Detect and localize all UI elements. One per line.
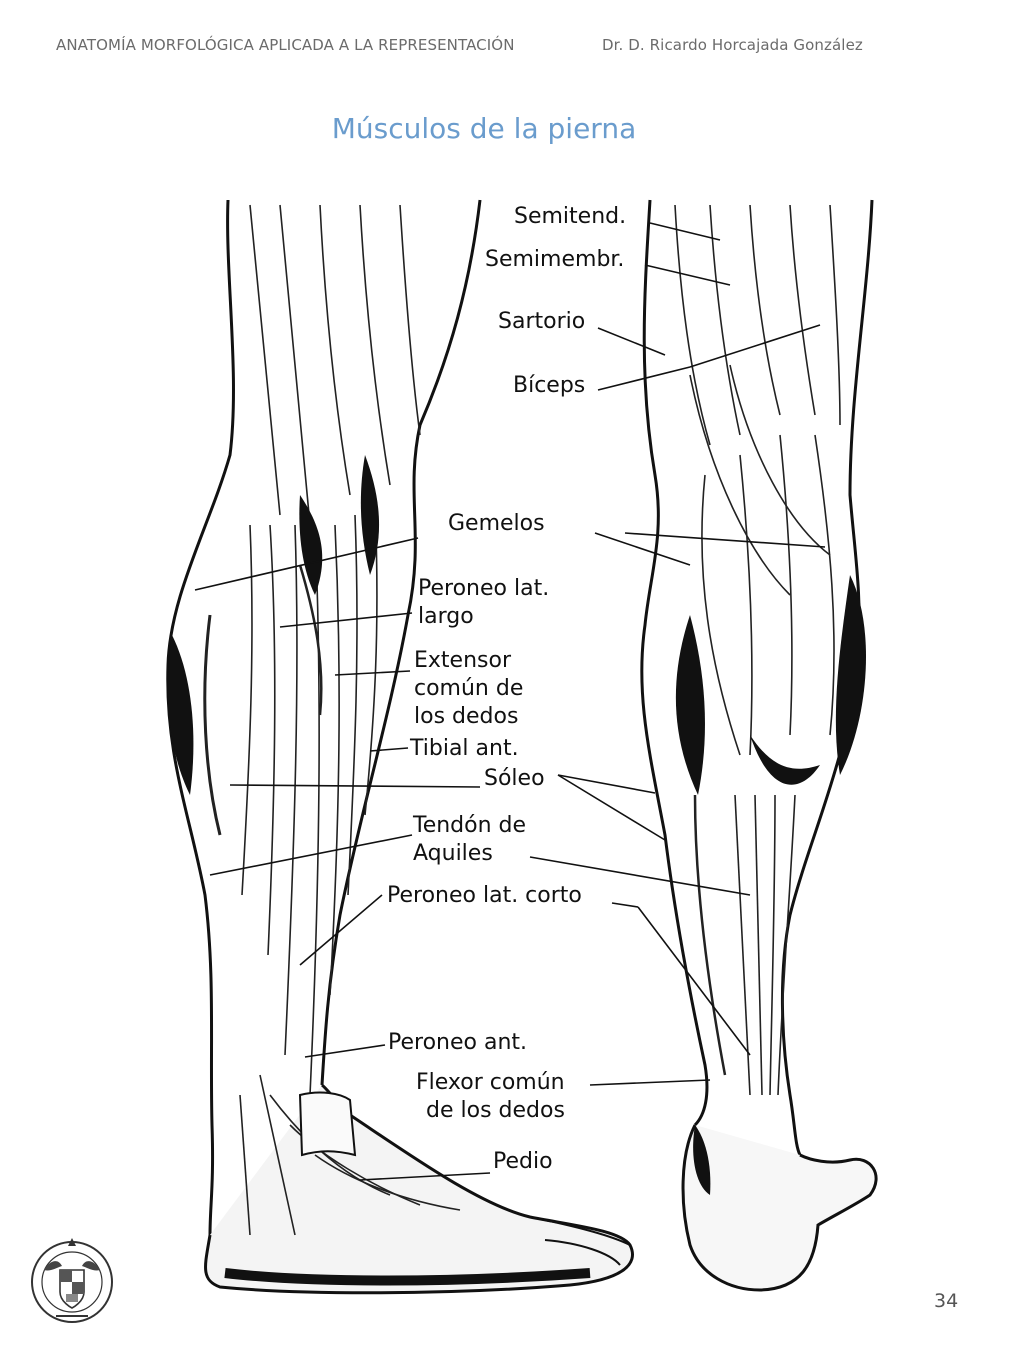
back-leg [640,199,878,1292]
label-peroneo-corto: Peroneo lat. corto [387,883,582,908]
label-soleo: Sóleo [484,766,545,791]
label-semimembr: Semimembr. [485,247,625,272]
label-flexor-2: de los dedos [426,1098,565,1123]
leg-drawing [166,199,878,1295]
label-peroneo-ant: Peroneo ant. [388,1030,528,1055]
page-number: 34 [934,1290,959,1312]
back-leg-muscle-lines [674,204,841,1096]
label-extensor-3: los dedos [414,704,519,729]
leg-muscles-illustration: Semitend. Semimembr. Sartorio Bíceps Gem… [150,195,880,1305]
label-aquiles-2: Aquiles [413,841,493,866]
label-gemelos: Gemelos [448,511,545,536]
back-leg-shading [675,575,867,1195]
label-peroneo-largo-2: largo [418,604,474,629]
ankle-retinaculum [298,1091,357,1157]
label-semitend: Semitend. [514,204,627,229]
header-author: Dr. D. Ricardo Horcajada González [602,36,863,54]
label-extensor-1: Extensor [414,648,511,673]
label-sartorio: Sartorio [498,309,586,334]
leader-lines [194,222,826,1181]
label-biceps: Bíceps [513,373,586,398]
front-leg [166,199,634,1295]
label-tibial: Tibial ant. [410,736,519,761]
header-course: ANATOMÍA MORFOLÓGICA APLICADA A LA REPRE… [56,36,515,54]
front-leg-shading [167,455,380,795]
university-seal-icon [26,1230,118,1334]
page-title: Músculos de la pierna [331,112,637,145]
label-aquiles-1: Tendón de [413,813,527,838]
label-pedio: Pedio [493,1149,553,1174]
label-extensor-2: común de [414,676,524,701]
front-leg-muscle-lines [203,204,461,1236]
label-peroneo-largo-1: Peroneo lat. [418,576,550,601]
label-flexor-1: Flexor común [416,1070,565,1095]
